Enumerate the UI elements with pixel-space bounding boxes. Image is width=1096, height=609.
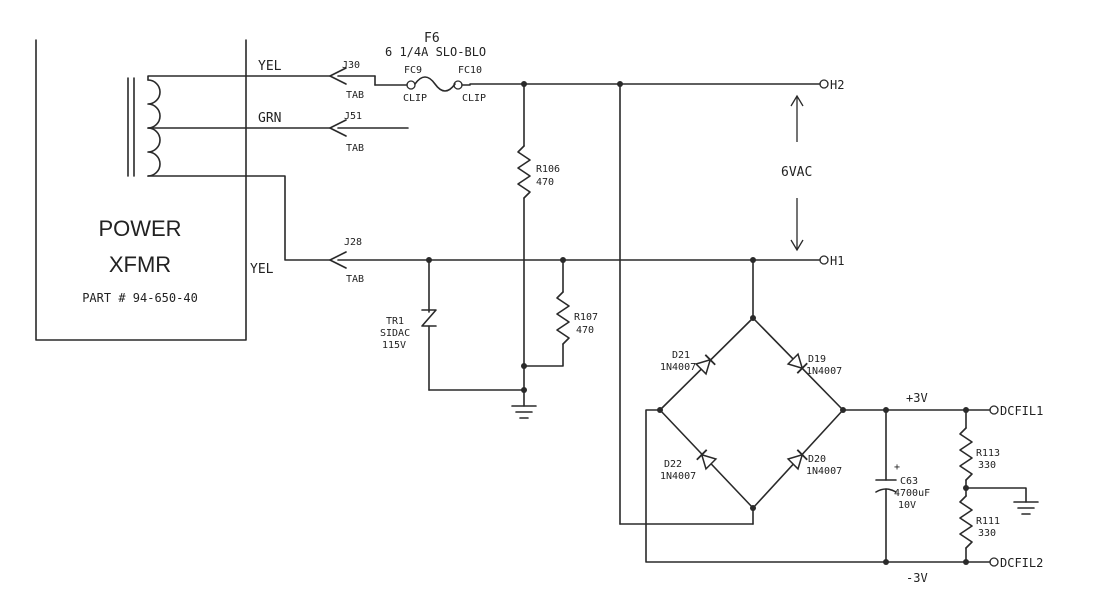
wire-label-yel-bottom: YEL: [250, 262, 274, 277]
resistor-r106: [517, 145, 531, 199]
fuse-name: F6: [424, 31, 440, 46]
resistor-r111: [959, 495, 973, 549]
resistor-r113: [959, 427, 973, 481]
connector-j28-tab: TAB: [346, 274, 364, 285]
fuse-fc9-label: FC9: [404, 65, 422, 76]
r107-label: R107: [574, 312, 598, 323]
junction-dot: [521, 363, 527, 369]
transformer-part-number: PART # 94-650-40: [82, 291, 198, 305]
r106-value: 470: [536, 177, 554, 188]
tr1-value: 115V: [382, 340, 406, 351]
connector-j51-symbol: [329, 119, 347, 137]
transformer-label-2: XFMR: [109, 252, 171, 277]
fuse-rating: 6 1/4A SLO-BLO: [385, 45, 486, 59]
connector-j30-tab: TAB: [346, 90, 364, 101]
transformer-box: [35, 39, 247, 341]
dcfil2-label: DCFIL2: [1000, 556, 1043, 570]
connector-j30-label: J30: [342, 60, 360, 71]
r113-label: R113: [976, 448, 1000, 459]
c63-capacitance: 4700uF: [894, 488, 930, 499]
d19-type: 1N4007: [806, 366, 842, 377]
diode-d21: [694, 354, 716, 376]
terminal-h2[interactable]: [819, 79, 829, 89]
connector-j51-tab: TAB: [346, 143, 364, 154]
c63-voltage: 10V: [898, 500, 916, 511]
terminal-dcfil1[interactable]: [989, 405, 999, 415]
minus3v-label: -3V: [906, 571, 928, 585]
diode-d20: [786, 449, 808, 471]
yel-top-lead: [147, 75, 331, 81]
terminal-dcfil2[interactable]: [989, 557, 999, 567]
c63-plus: +: [894, 462, 900, 473]
junction-dot: [750, 315, 756, 321]
plus3v-label: +3V: [906, 391, 928, 405]
transformer-label-1: POWER: [98, 216, 181, 241]
fuse-fc10-label: FC10: [458, 65, 482, 76]
d20-label: D20: [808, 454, 826, 465]
r111-label: R111: [976, 516, 1000, 527]
r111-value: 330: [978, 528, 996, 539]
r107-value: 470: [576, 325, 594, 336]
vac-label: 6VAC: [781, 165, 812, 180]
c63-label: C63: [900, 476, 918, 487]
fuse-f6-symbol: [414, 76, 456, 92]
dcfil1-label: DCFIL1: [1000, 404, 1043, 418]
connector-j30-symbol: [329, 67, 347, 85]
fuse-fc10-clip: CLIP: [462, 93, 486, 104]
junction-dot: [750, 505, 756, 511]
diode-d19: [786, 352, 808, 374]
diode-d22: [696, 449, 718, 471]
d22-type: 1N4007: [660, 471, 696, 482]
connector-j28-symbol: [329, 251, 347, 269]
r106-label: R106: [536, 164, 560, 175]
d19-label: D19: [808, 354, 826, 365]
tr1-label: TR1: [386, 316, 404, 327]
d20-type: 1N4007: [806, 466, 842, 477]
d22-label: D22: [664, 459, 682, 470]
connector-j51-label: J51: [344, 111, 362, 122]
connector-j28-label: J28: [344, 237, 362, 248]
fuse-clip-fc9: [406, 80, 416, 90]
tr1-type: SIDAC: [380, 328, 410, 339]
fuse-fc9-clip: CLIP: [403, 93, 427, 104]
r113-value: 330: [978, 460, 996, 471]
terminal-h1-label: H1: [830, 254, 844, 268]
wire-label-yel-top: YEL: [258, 59, 282, 74]
d21-label: D21: [672, 350, 690, 361]
wire-label-grn: GRN: [258, 111, 281, 126]
terminal-h1[interactable]: [819, 255, 829, 265]
terminal-h2-label: H2: [830, 78, 844, 92]
yel-bottom-lead: [147, 175, 331, 261]
resistor-r107: [556, 291, 570, 345]
d21-type: 1N4007: [660, 362, 696, 373]
